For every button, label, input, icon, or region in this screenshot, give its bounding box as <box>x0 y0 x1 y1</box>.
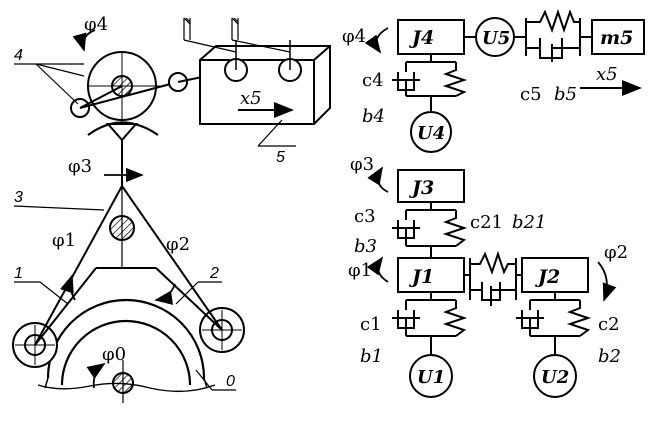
box-J1 <box>397 257 465 293</box>
spring-damper-12 <box>464 250 522 306</box>
label-c21: c21 <box>470 212 503 233</box>
label-c4: c4 <box>362 70 384 91</box>
label-phi2-scheme: φ2 <box>604 242 628 263</box>
label-phi1-scheme: φ1 <box>348 260 372 281</box>
spring-damper-1 <box>392 292 468 354</box>
label-c3: c3 <box>354 206 376 227</box>
label-part-0: 0 <box>226 373 235 390</box>
label-c2: c2 <box>598 314 620 335</box>
label-phi0: φ0 <box>102 344 126 365</box>
phi2-scheme-arrow <box>597 261 617 302</box>
phi3-scheme-arrow <box>367 166 389 193</box>
spring-damper-4 <box>392 54 468 112</box>
label-phi4-scheme: φ4 <box>342 26 366 47</box>
mechanism <box>12 17 331 403</box>
scheme <box>364 8 645 398</box>
label-part-2: 2 <box>209 265 219 282</box>
label-c5: c5 <box>520 84 542 105</box>
label-J1: J1 <box>409 266 434 288</box>
label-x5-scheme: x5 <box>596 64 618 85</box>
label-phi3-scheme: φ3 <box>350 154 374 175</box>
label-m5: m5 <box>600 27 633 49</box>
label-part-3: 3 <box>14 189 23 206</box>
spring-damper-2 <box>516 292 592 354</box>
box-m5 <box>591 19 645 55</box>
spring-damper-5 <box>525 8 592 62</box>
label-U1: U1 <box>417 367 445 388</box>
label-phi1: φ1 <box>52 230 76 251</box>
phi1-arrow <box>60 274 76 301</box>
box-J3 <box>397 169 465 203</box>
phi0-arrow <box>86 363 106 389</box>
label-phi2: φ2 <box>166 234 190 255</box>
label-part-5: 5 <box>276 149 285 166</box>
label-J3: J3 <box>409 177 434 199</box>
lever-2 <box>121 185 223 331</box>
label-phi3: φ3 <box>68 156 92 177</box>
spring-damper-21 <box>392 202 468 258</box>
label-U2: U2 <box>541 367 569 388</box>
label-J2: J2 <box>535 266 560 288</box>
circle-U1 <box>409 354 453 398</box>
circle-U4 <box>410 111 452 153</box>
label-J4: J4 <box>409 27 434 49</box>
label-b3: b3 <box>354 236 377 257</box>
guide-supports <box>183 17 291 53</box>
phi4-scheme-arrow <box>364 27 389 54</box>
label-b21: b21 <box>512 212 546 233</box>
circle-U2 <box>533 354 577 398</box>
label-part-1: 1 <box>14 265 23 282</box>
label-c1: c1 <box>360 314 382 335</box>
center-axis <box>112 360 134 403</box>
phi4-arrow <box>72 29 96 52</box>
label-x5-mechanism: x5 <box>240 88 262 109</box>
phi1-scheme-arrow <box>366 256 389 283</box>
pusher-3 <box>87 121 159 186</box>
label-phi4: φ4 <box>84 14 108 35</box>
phi2-arrow <box>154 283 176 305</box>
leader-lines <box>13 63 296 391</box>
label-b4: b4 <box>362 106 385 127</box>
lever-1 <box>34 185 123 346</box>
block-5 <box>199 40 331 125</box>
label-b2: b2 <box>598 346 621 367</box>
label-b5: b5 <box>554 84 577 105</box>
label-b1: b1 <box>360 346 383 367</box>
label-U4: U4 <box>417 123 445 144</box>
label-part-4: 4 <box>14 47 23 64</box>
triangle-hub <box>109 186 135 268</box>
label-U5: U5 <box>482 28 510 49</box>
disc-4 <box>70 51 179 124</box>
